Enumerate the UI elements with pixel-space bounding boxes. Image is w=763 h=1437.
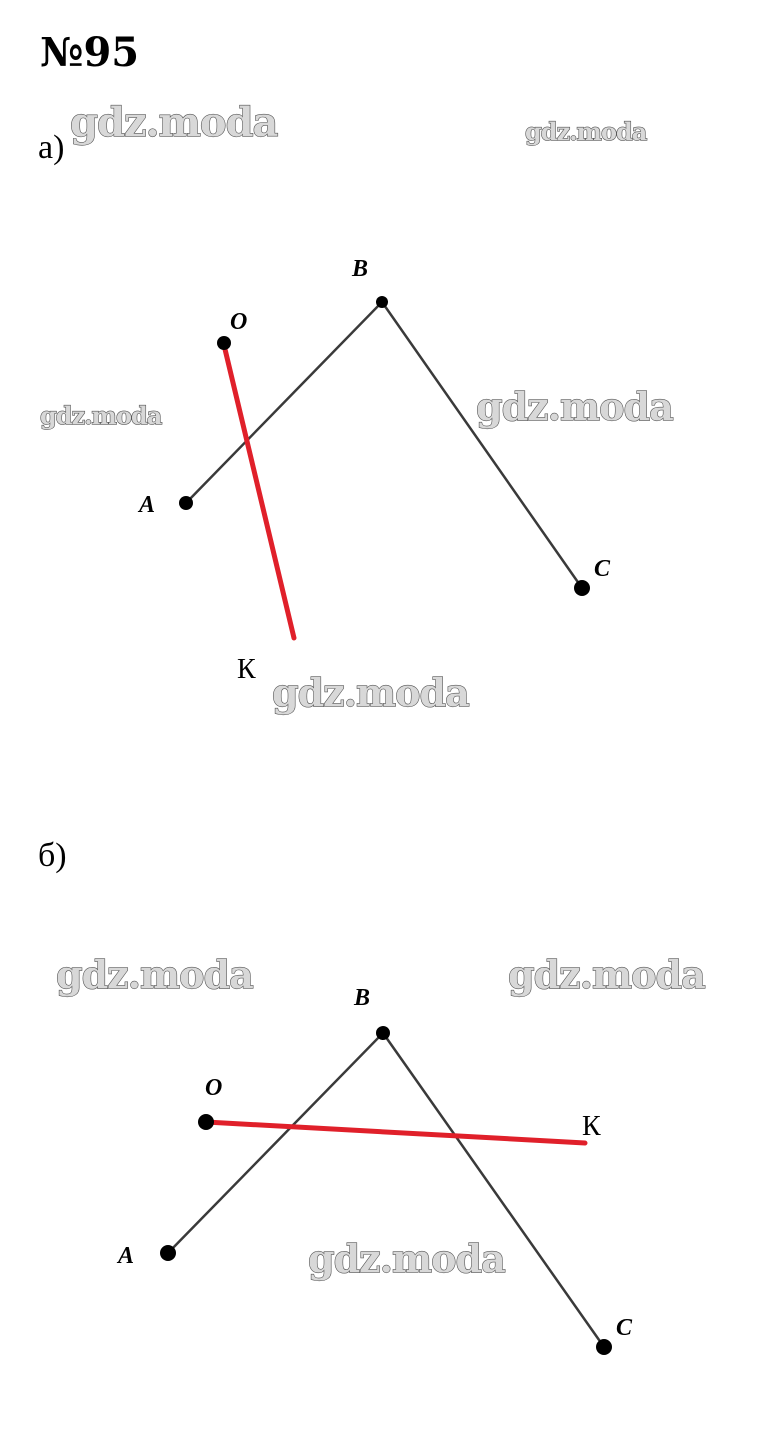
part-a-point-b [376,296,388,308]
part-a: а) B O A C К [38,129,611,685]
watermark: gdz.moda [508,952,705,997]
part-a-label-k: К [237,654,256,685]
part-b-label-a: A [116,1243,134,1269]
problem-number: №95 [40,29,139,76]
part-b-label: б) [38,837,67,874]
part-a-label-o: O [230,309,247,335]
watermark: gdz.moda [525,117,647,146]
part-b-point-c [596,1339,612,1355]
part-a-point-c [574,580,590,596]
part-b-label-o: O [205,1075,222,1101]
part-a-red-line-ok [221,342,297,641]
part-b-broken-line-abc [167,1031,606,1348]
part-b-point-o [198,1114,214,1130]
watermark: gdz.moda [308,1236,505,1281]
part-a-point-a [179,496,193,510]
watermarks: gdz.moda gdz.moda gdz.moda gdz.moda gdz.… [39,98,706,1281]
watermark: gdz.moda [272,670,469,715]
part-a-label-a: A [137,492,155,518]
part-b: б) B O A C К [38,837,633,1355]
part-b-label-k: К [582,1111,601,1142]
part-b-label-b: B [353,985,370,1011]
part-b-red-line-ok [203,1119,588,1146]
watermark: gdz.moda [476,384,673,429]
part-a-point-o [217,336,231,350]
part-b-point-a [160,1245,176,1261]
part-a-label: а) [38,129,64,166]
part-b-label-c: C [616,1315,633,1341]
part-b-point-b [376,1026,390,1040]
watermark: gdz.moda [40,401,162,430]
watermark: gdz.moda [56,952,253,997]
watermark: gdz.moda [70,99,278,146]
part-a-label-b: B [351,256,368,282]
part-a-label-c: C [594,556,611,582]
